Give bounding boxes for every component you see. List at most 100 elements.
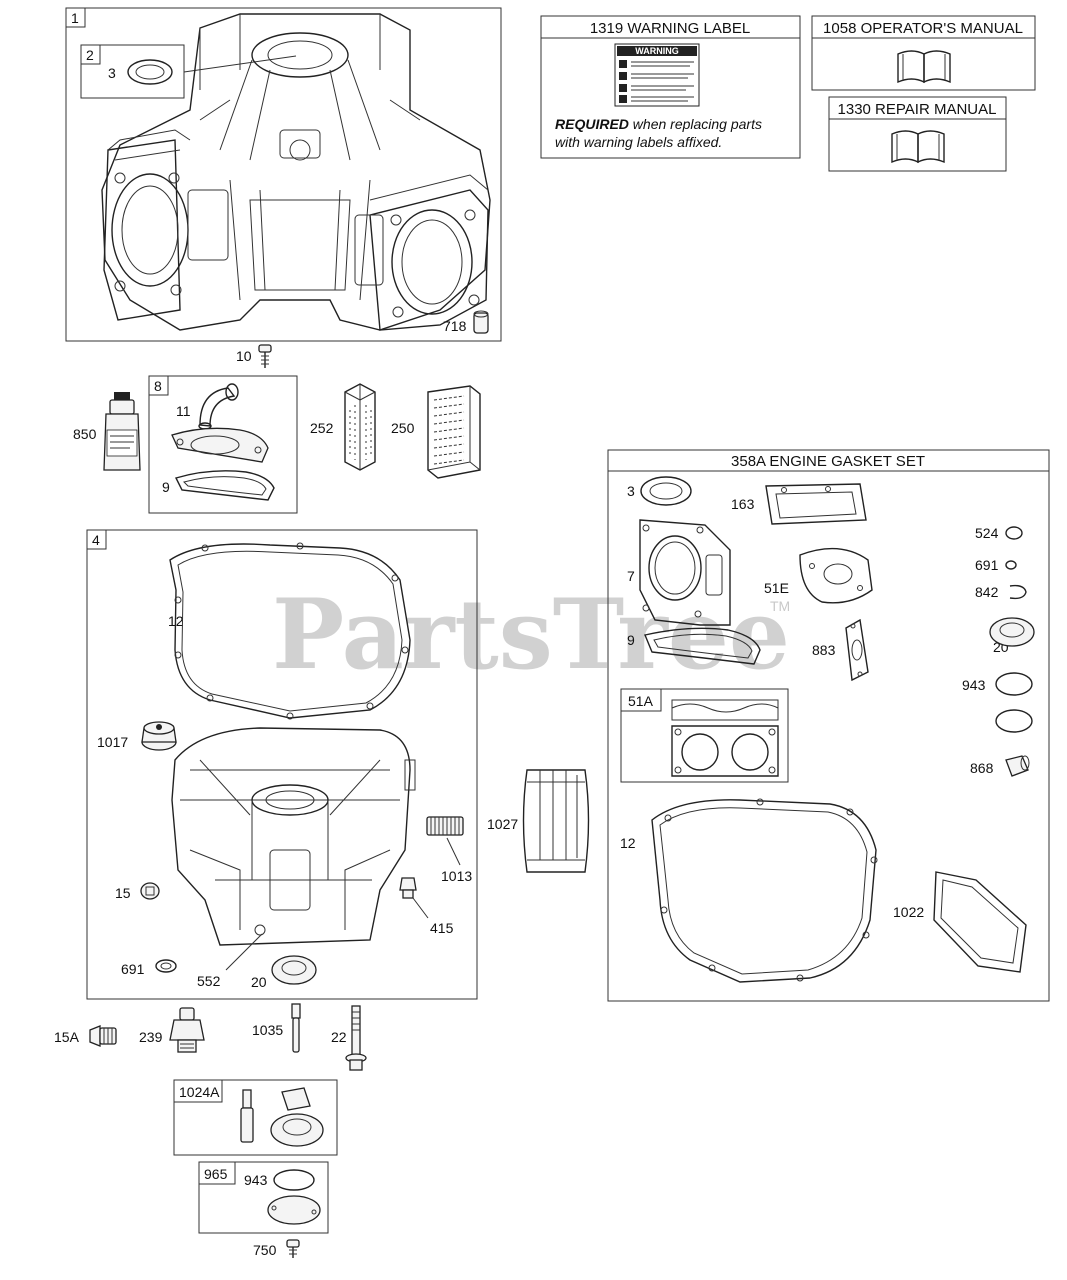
leader-552 xyxy=(225,933,263,971)
part-label-1013[interactable]: 1013 xyxy=(441,868,472,884)
warning-label-box[interactable]: 1319 WARNING LABEL WARNING REQUIRED when… xyxy=(540,15,801,159)
part-label-943[interactable]: 943 xyxy=(244,1172,268,1188)
box-51a-tag xyxy=(620,688,662,712)
dowel-pin-718 xyxy=(473,312,489,334)
breather-cover-8 xyxy=(171,427,269,463)
oil-pump-1024a xyxy=(240,1087,324,1147)
part-label-3-seal[interactable]: 3 xyxy=(108,65,116,81)
box-4-group[interactable]: 4 12 1017 xyxy=(86,529,478,1000)
gasket-label-868[interactable]: 868 xyxy=(970,760,994,776)
gasket-label-842[interactable]: 842 xyxy=(975,584,999,600)
box-1-frame xyxy=(65,7,502,342)
gasket-label-691[interactable]: 691 xyxy=(975,557,999,573)
part-label-250[interactable]: 250 xyxy=(391,420,415,436)
repair-manual-box[interactable]: 1330 REPAIR MANUAL xyxy=(828,96,1007,172)
part-label-22[interactable]: 22 xyxy=(331,1029,347,1045)
gasket-51e xyxy=(799,547,873,604)
box-1024a-frame xyxy=(173,1079,338,1156)
box-2-number: 2 xyxy=(86,47,94,63)
operators-manual-title: 1058 OPERATOR'S MANUAL xyxy=(823,20,1023,37)
part-label-9[interactable]: 9 xyxy=(162,479,170,495)
part-label-11[interactable]: 11 xyxy=(176,403,191,419)
box-4-number: 4 xyxy=(92,532,100,548)
gasket-9 xyxy=(644,627,761,665)
cylinder-block-drawing xyxy=(101,13,491,331)
gasket-883 xyxy=(845,618,869,682)
screw-750 xyxy=(286,1239,300,1258)
box-965-frame xyxy=(198,1161,329,1234)
plug-15 xyxy=(140,882,160,900)
gasket-label-9[interactable]: 9 xyxy=(627,632,635,648)
part-label-10[interactable]: 10 xyxy=(236,348,252,364)
operators-manual-box[interactable]: 1058 OPERATOR'S MANUAL xyxy=(811,15,1036,91)
sealant-tube-850 xyxy=(103,392,141,471)
part-label-552[interactable]: 552 xyxy=(197,973,221,989)
seal-3-outer xyxy=(127,59,173,85)
gasket-label-3[interactable]: 3 xyxy=(627,483,635,499)
required-note-line2: with warning labels affixed. xyxy=(555,134,722,150)
book-icon xyxy=(891,130,945,164)
cover-plate-hole xyxy=(271,1205,277,1211)
oil-filter-1027 xyxy=(522,769,590,873)
part-label-15a[interactable]: 15A xyxy=(54,1029,80,1045)
box-1024a-number: 1024A xyxy=(179,1084,220,1100)
bolt-22 xyxy=(345,1005,367,1071)
part-label-20[interactable]: 20 xyxy=(251,974,267,990)
gasket-label-883[interactable]: 883 xyxy=(812,642,836,658)
seal-691-gasket-set xyxy=(1005,560,1017,570)
warning-label-title: 1319 WARNING LABEL xyxy=(590,20,750,37)
gasket-label-1022[interactable]: 1022 xyxy=(893,904,924,920)
gasket-label-163[interactable]: 163 xyxy=(731,496,755,512)
part-label-750[interactable]: 750 xyxy=(253,1242,277,1258)
gasket-label-943[interactable]: 943 xyxy=(962,677,986,693)
part-label-1027[interactable]: 1027 xyxy=(487,816,518,832)
operators-manual-frame xyxy=(811,15,1036,91)
box-8-tag xyxy=(148,375,169,396)
part-label-415[interactable]: 415 xyxy=(430,920,454,936)
box-1-tag xyxy=(65,7,86,28)
oil-seal-20 xyxy=(271,955,317,985)
box-1024a-group[interactable]: 1024A xyxy=(173,1079,338,1156)
head-gasket-7 xyxy=(639,519,731,626)
part-label-718[interactable]: 718 xyxy=(443,318,467,334)
box-965-group[interactable]: 965 943 xyxy=(198,1161,329,1234)
part-label-850[interactable]: 850 xyxy=(73,426,97,442)
shaft-1035 xyxy=(291,1003,301,1053)
warning-sticker-text: WARNING xyxy=(635,46,679,56)
breather-gasket-9 xyxy=(174,470,275,501)
part-label-691[interactable]: 691 xyxy=(121,961,145,977)
book-icon xyxy=(897,50,951,84)
cover-plate-hole xyxy=(311,1209,317,1215)
cylinder-block-group[interactable]: 1 2 3 xyxy=(65,7,502,342)
part-label-1017[interactable]: 1017 xyxy=(97,734,128,750)
valve-cover-gaskets-51a xyxy=(671,699,779,777)
gasket-label-7[interactable]: 7 xyxy=(627,568,635,584)
governor-gear-1017 xyxy=(141,721,177,751)
gasket-label-524[interactable]: 524 xyxy=(975,525,999,541)
part-label-15[interactable]: 15 xyxy=(115,885,131,901)
part-label-239[interactable]: 239 xyxy=(139,1029,163,1045)
part-label-1035[interactable]: 1035 xyxy=(252,1022,283,1038)
ring-524 xyxy=(1005,526,1023,540)
part-label-252[interactable]: 252 xyxy=(310,420,334,436)
oil-pressure-switch-239 xyxy=(169,1007,205,1053)
sump-gasket-12-gasket-set xyxy=(651,798,878,983)
gasket-label-51e[interactable]: 51E xyxy=(764,580,789,596)
fitting-415 xyxy=(399,877,429,919)
seal-3-gasket-set xyxy=(640,476,692,506)
o-ring-943-b xyxy=(995,709,1033,733)
gasket-set-frame xyxy=(607,449,1050,1002)
gasket-set-group[interactable]: 358A ENGINE GASKET SET 3 163 7 51E 9 xyxy=(607,449,1050,1002)
box-8-frame xyxy=(148,375,298,514)
fitting-868 xyxy=(1005,755,1030,777)
box-1-number: 1 xyxy=(71,10,79,26)
warning-sticker-lines xyxy=(619,60,694,103)
seal-3-inner xyxy=(135,64,165,80)
oil-sump-drawing xyxy=(171,727,416,946)
cover-plate-965 xyxy=(267,1195,321,1225)
seal-691 xyxy=(155,959,177,973)
box-4-tag xyxy=(86,529,107,550)
gasket-label-12[interactable]: 12 xyxy=(620,835,636,851)
box-8-group[interactable]: 8 11 9 xyxy=(148,375,298,514)
